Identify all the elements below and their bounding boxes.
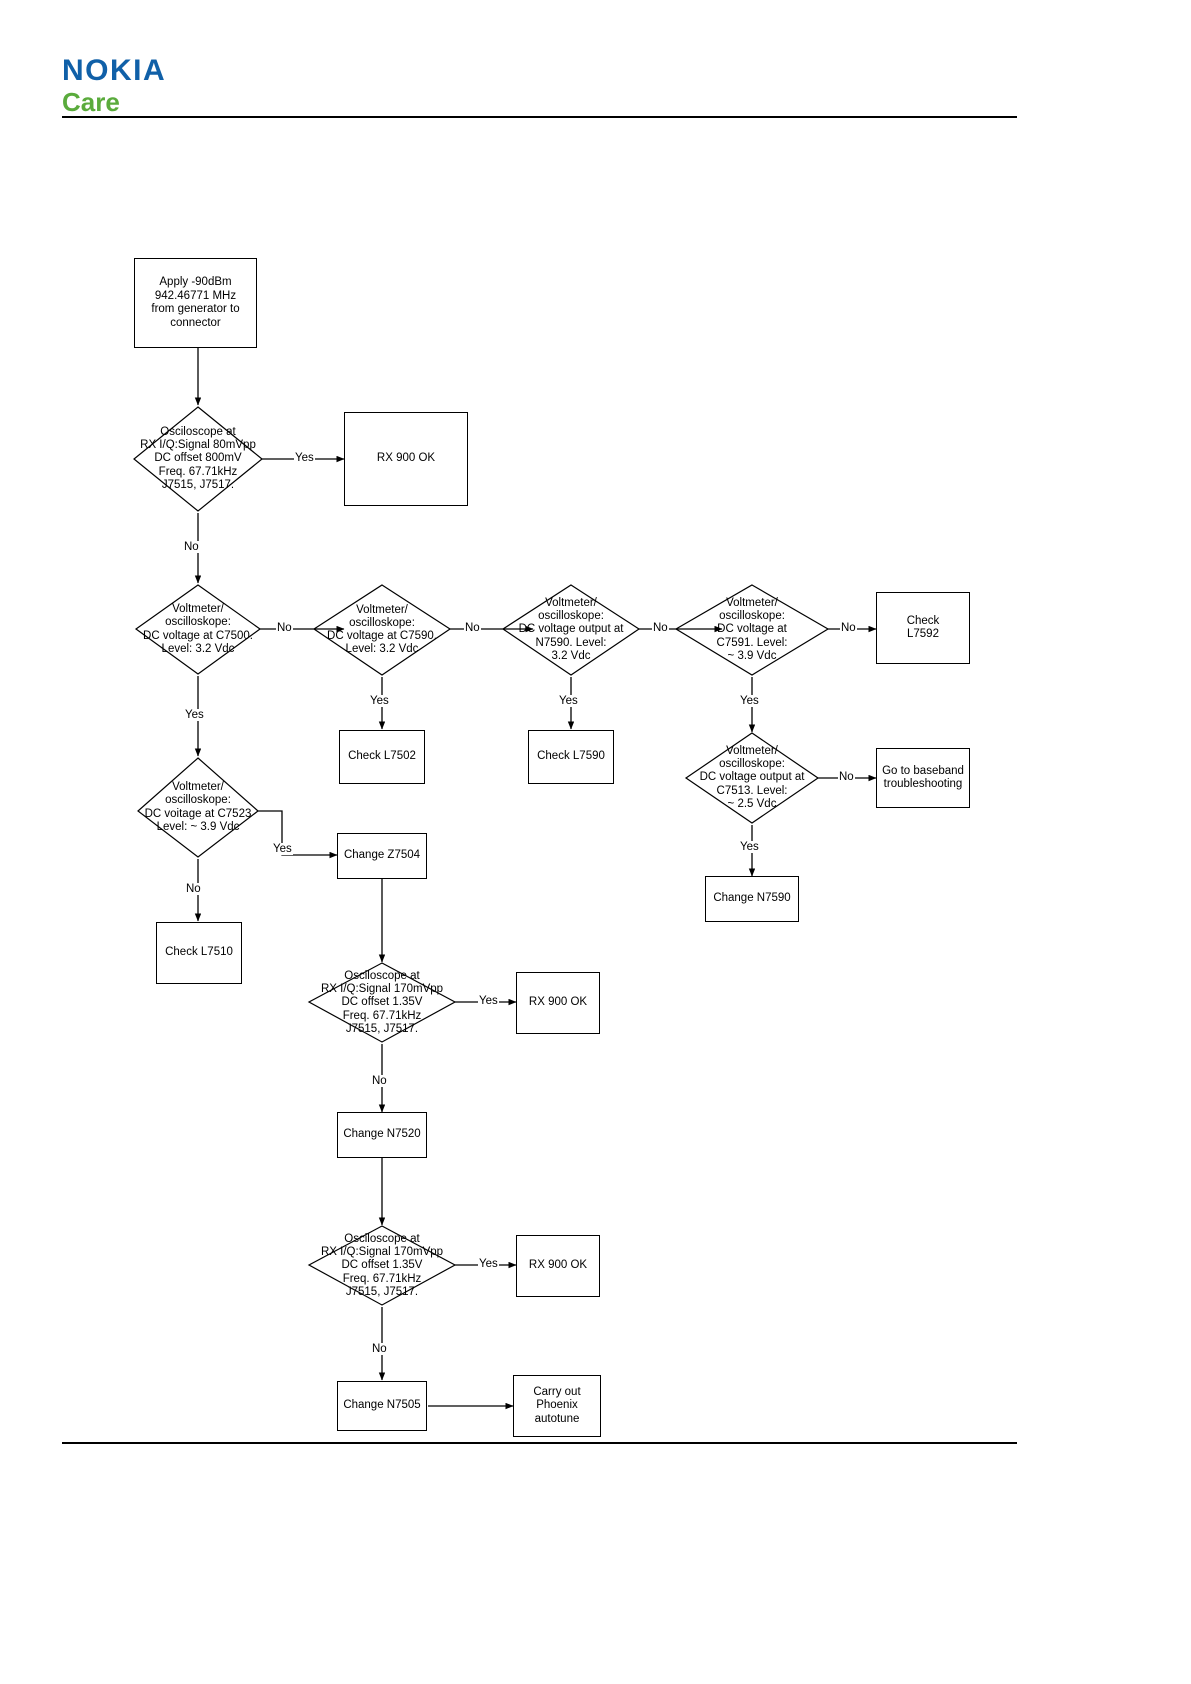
node-start-text: Apply -90dBm 942.46771 MHz from generato…: [151, 276, 240, 329]
edge-label-c7500-no: No: [276, 622, 293, 634]
node-check-c7591[interactable]: Voltmeter/ oscilloskope: DC voltage at C…: [676, 585, 828, 675]
header-divider: [62, 116, 1017, 118]
node-carry-out-autotune-text: Carry out Phoenix autotune: [533, 1385, 581, 1425]
node-check-l7502[interactable]: Check L7502: [339, 730, 425, 784]
node-rx900-ok-1-text: RX 900 OK: [376, 452, 436, 465]
edge-label-c7591-no: No: [840, 622, 857, 634]
edge-label-scope3-yes: Yes: [478, 1258, 499, 1270]
node-check-l7510[interactable]: Check L7510: [156, 922, 242, 984]
node-goto-baseband[interactable]: Go to baseband troubleshooting: [876, 748, 970, 808]
node-scope-check-3[interactable]: Osciloscope at RX I/Q:Signal 170mVpp DC …: [309, 1226, 455, 1306]
node-check-l7510-text: Check L7510: [165, 946, 233, 959]
node-rx900-ok-3-text: RX 900 OK: [528, 1259, 588, 1272]
node-change-z7504-text: Change Z7504: [343, 849, 421, 862]
edge-label-scope2-no: No: [371, 1075, 388, 1087]
node-rx900-ok-2[interactable]: RX 900 OK: [516, 972, 600, 1034]
brand-nokia: NOKIA: [62, 54, 167, 87]
node-check-l7590-text: Check L7590: [537, 750, 605, 763]
footer-divider: [62, 1442, 1017, 1444]
node-carry-out-autotune[interactable]: Carry out Phoenix autotune: [513, 1375, 601, 1437]
node-check-c7500[interactable]: Voltmeter/ oscilloskope: DC voltage at C…: [136, 585, 260, 674]
node-check-l7502-text: Check L7502: [348, 750, 416, 763]
node-change-z7504[interactable]: Change Z7504: [337, 833, 427, 879]
node-change-n7505[interactable]: Change N7505: [337, 1381, 427, 1431]
node-change-n7590-text: Change N7590: [713, 892, 791, 905]
edge-label-c7523-yes: Yes: [272, 843, 293, 855]
node-check-c7590[interactable]: Voltmeter/ oscilloskope: DC voltage at C…: [314, 585, 450, 675]
edge-label-c7513-no: No: [838, 771, 855, 783]
edge-label-scope2-yes: Yes: [478, 995, 499, 1007]
edge-label-c7590-yes: Yes: [369, 695, 390, 707]
node-change-n7520-text: Change N7520: [343, 1128, 421, 1141]
node-scope-check-3-text: Osciloscope at RX I/Q:Signal 170mVpp DC …: [320, 1232, 444, 1298]
node-scope-check-2-text: Osciloscope at RX I/Q:Signal 170mVpp DC …: [320, 969, 444, 1035]
nokia-care-logo: NOKIA Care: [62, 54, 167, 117]
node-start[interactable]: Apply -90dBm 942.46771 MHz from generato…: [134, 258, 257, 348]
node-rx900-ok-1[interactable]: RX 900 OK: [344, 412, 468, 506]
node-check-c7500-text: Voltmeter/ oscilloskope: DC voltage at C…: [143, 603, 253, 655]
brand-care: Care: [62, 87, 120, 117]
node-change-n7590[interactable]: Change N7590: [705, 876, 799, 922]
edge-label-n7590-yes: Yes: [558, 695, 579, 707]
edge-label-c7500-yes: Yes: [184, 709, 205, 721]
edge-label-scope3-no: No: [371, 1343, 388, 1355]
node-check-l7592[interactable]: Check L7592: [876, 592, 970, 664]
edge-label-scope1-no: No: [183, 541, 200, 553]
node-change-n7505-text: Change N7505: [343, 1399, 421, 1412]
node-rx900-ok-3[interactable]: RX 900 OK: [516, 1235, 600, 1297]
edge-label-c7523-no: No: [185, 883, 202, 895]
edge-label-c7591-yes: Yes: [739, 695, 760, 707]
node-check-c7523[interactable]: Voltmeter/ oscilloskope: DC voitage at C…: [138, 758, 258, 857]
edge-label-c7513-yes: Yes: [739, 841, 760, 853]
node-rx900-ok-2-text: RX 900 OK: [528, 996, 588, 1009]
node-check-n7590-text: Voltmeter/ oscilloskope: DC voltage outp…: [518, 596, 624, 662]
edge-label-n7590-no: No: [652, 622, 669, 634]
node-goto-baseband-text: Go to baseband troubleshooting: [882, 764, 964, 791]
node-check-c7513[interactable]: Voltmeter/ oscilloskope: DC voltage outp…: [686, 733, 818, 823]
node-check-n7590[interactable]: Voltmeter/ oscilloskope: DC voltage outp…: [503, 585, 639, 675]
edge-label-c7590-no: No: [464, 622, 481, 634]
node-change-n7520[interactable]: Change N7520: [337, 1112, 427, 1158]
node-check-l7592-text: Check L7592: [906, 614, 940, 641]
node-scope-check-2[interactable]: Osciloscope at RX I/Q:Signal 170mVpp DC …: [309, 963, 455, 1043]
node-check-c7513-text: Voltmeter/ oscilloskope: DC voltage outp…: [699, 744, 805, 810]
node-scope-check-1-text: Osciloscope at RX I/Q:Signal 80mVpp DC o…: [140, 425, 256, 491]
node-check-c7523-text: Voltmeter/ oscilloskope: DC voitage at C…: [144, 781, 252, 833]
edge-label-scope1-yes: Yes: [294, 452, 315, 464]
node-scope-check-1[interactable]: Osciloscope at RX I/Q:Signal 80mVpp DC o…: [134, 407, 262, 511]
node-check-l7590[interactable]: Check L7590: [528, 730, 614, 784]
node-check-c7591-text: Voltmeter/ oscilloskope: DC voltage at C…: [716, 596, 788, 662]
node-check-c7590-text: Voltmeter/ oscilloskope: DC voltage at C…: [327, 603, 437, 656]
